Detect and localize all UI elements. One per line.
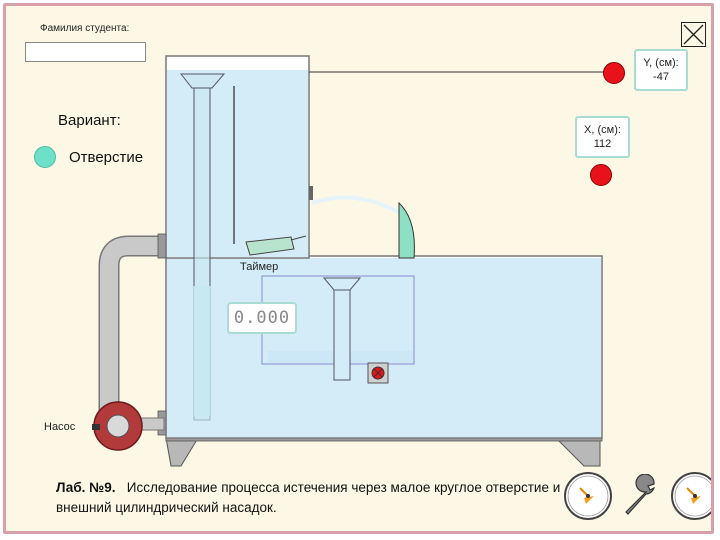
gauge-icon <box>564 472 612 520</box>
variant-option-label: Отверстие <box>69 149 144 166</box>
student-name-input[interactable] <box>25 42 146 62</box>
student-label: Фамилия студента: <box>40 23 130 34</box>
gauge-button-left[interactable] <box>562 470 614 522</box>
y-readout: Y, (см): -47 <box>634 49 688 91</box>
y-indicator-dot[interactable] <box>603 62 625 84</box>
x-indicator-dot[interactable] <box>590 164 612 186</box>
close-button[interactable] <box>681 22 706 47</box>
timer-display: 0.000 <box>227 302 297 334</box>
x-readout-label: X, (см): <box>584 124 621 136</box>
wrench-button[interactable] <box>618 473 666 518</box>
x-readout: X, (см): 112 <box>575 116 630 158</box>
gauge-button-right[interactable] <box>669 470 711 522</box>
lab-frame: Фамилия студента: Вариант: Отверстие <box>3 3 714 534</box>
lab-caption: Лаб. №9. Исследование процесса истечения… <box>56 478 566 518</box>
pump-label: Насос <box>44 421 76 433</box>
lab-title: Исследование процесса истечения через ма… <box>56 480 561 515</box>
y-readout-label: Y, (см): <box>643 57 679 69</box>
variant-radio[interactable] <box>34 146 56 168</box>
y-readout-value: -47 <box>653 71 669 83</box>
lab-number: Лаб. №9. <box>56 480 116 495</box>
timer-label: Таймер <box>240 261 279 273</box>
wrench-icon <box>625 473 656 515</box>
close-icon <box>683 24 704 45</box>
variant-label: Вариант: <box>58 112 121 129</box>
apparatus-diagram <box>92 55 604 467</box>
gauge-icon <box>671 472 711 520</box>
x-readout-value: 112 <box>593 138 612 150</box>
